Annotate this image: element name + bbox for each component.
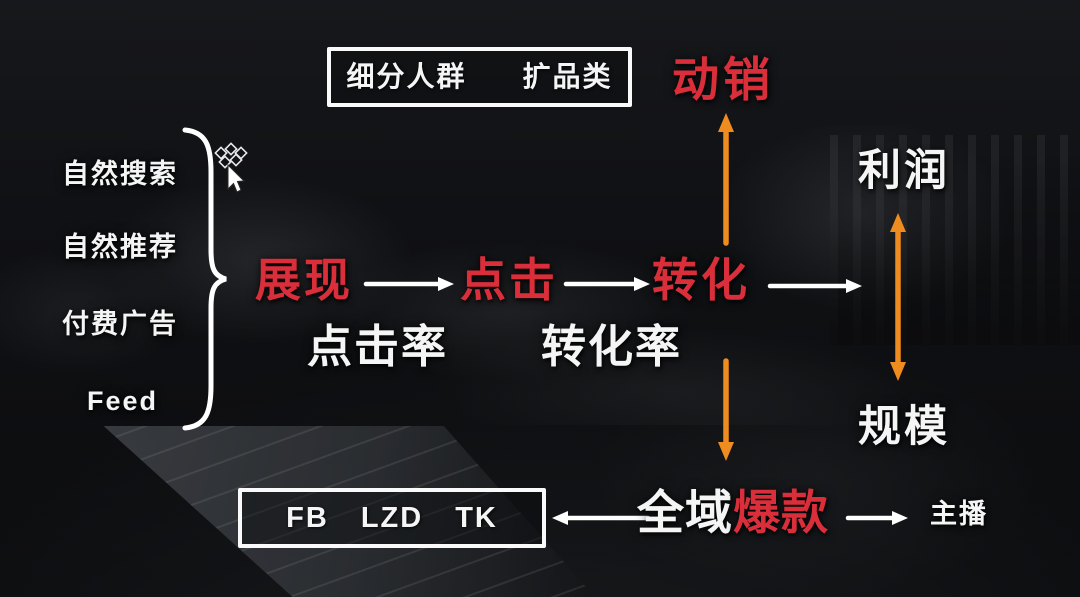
- stage-impression: 展现: [255, 254, 353, 306]
- expand-category-label: 扩品类: [522, 61, 613, 92]
- stage-conversion: 转化: [652, 254, 750, 306]
- channel-lzd: LZD: [360, 501, 424, 534]
- river-texture: [600, 330, 1080, 597]
- metric-ctr: 点击率: [307, 321, 449, 372]
- strategy-box: 细分人群 扩品类: [327, 47, 632, 107]
- segment-audience-label: 细分人群: [346, 61, 467, 92]
- source-organic-search: 自然搜索: [62, 159, 178, 189]
- tower-lights-texture: [830, 135, 1080, 345]
- source-feed: Feed: [87, 386, 159, 416]
- profit-label: 利润: [858, 147, 950, 195]
- channels-box: FB LZD TK: [238, 488, 546, 548]
- stage-click: 点击: [460, 254, 558, 306]
- anchor-label: 主播: [930, 499, 988, 529]
- source-paid-ads: 付费广告: [62, 309, 178, 339]
- omnichannel-hub-label: 全域爆款: [637, 489, 829, 536]
- hub-hotproduct-part: 爆款: [733, 486, 829, 539]
- channel-tk: TK: [455, 501, 498, 534]
- hub-omnichannel-part: 全域: [637, 486, 733, 539]
- channel-fb: FB: [286, 501, 329, 534]
- metric-cvr: 转化率: [541, 321, 683, 372]
- scale-label: 规模: [858, 403, 950, 451]
- source-organic-recommend: 自然推荐: [62, 232, 178, 262]
- sellthrough-label: 动销: [672, 53, 774, 106]
